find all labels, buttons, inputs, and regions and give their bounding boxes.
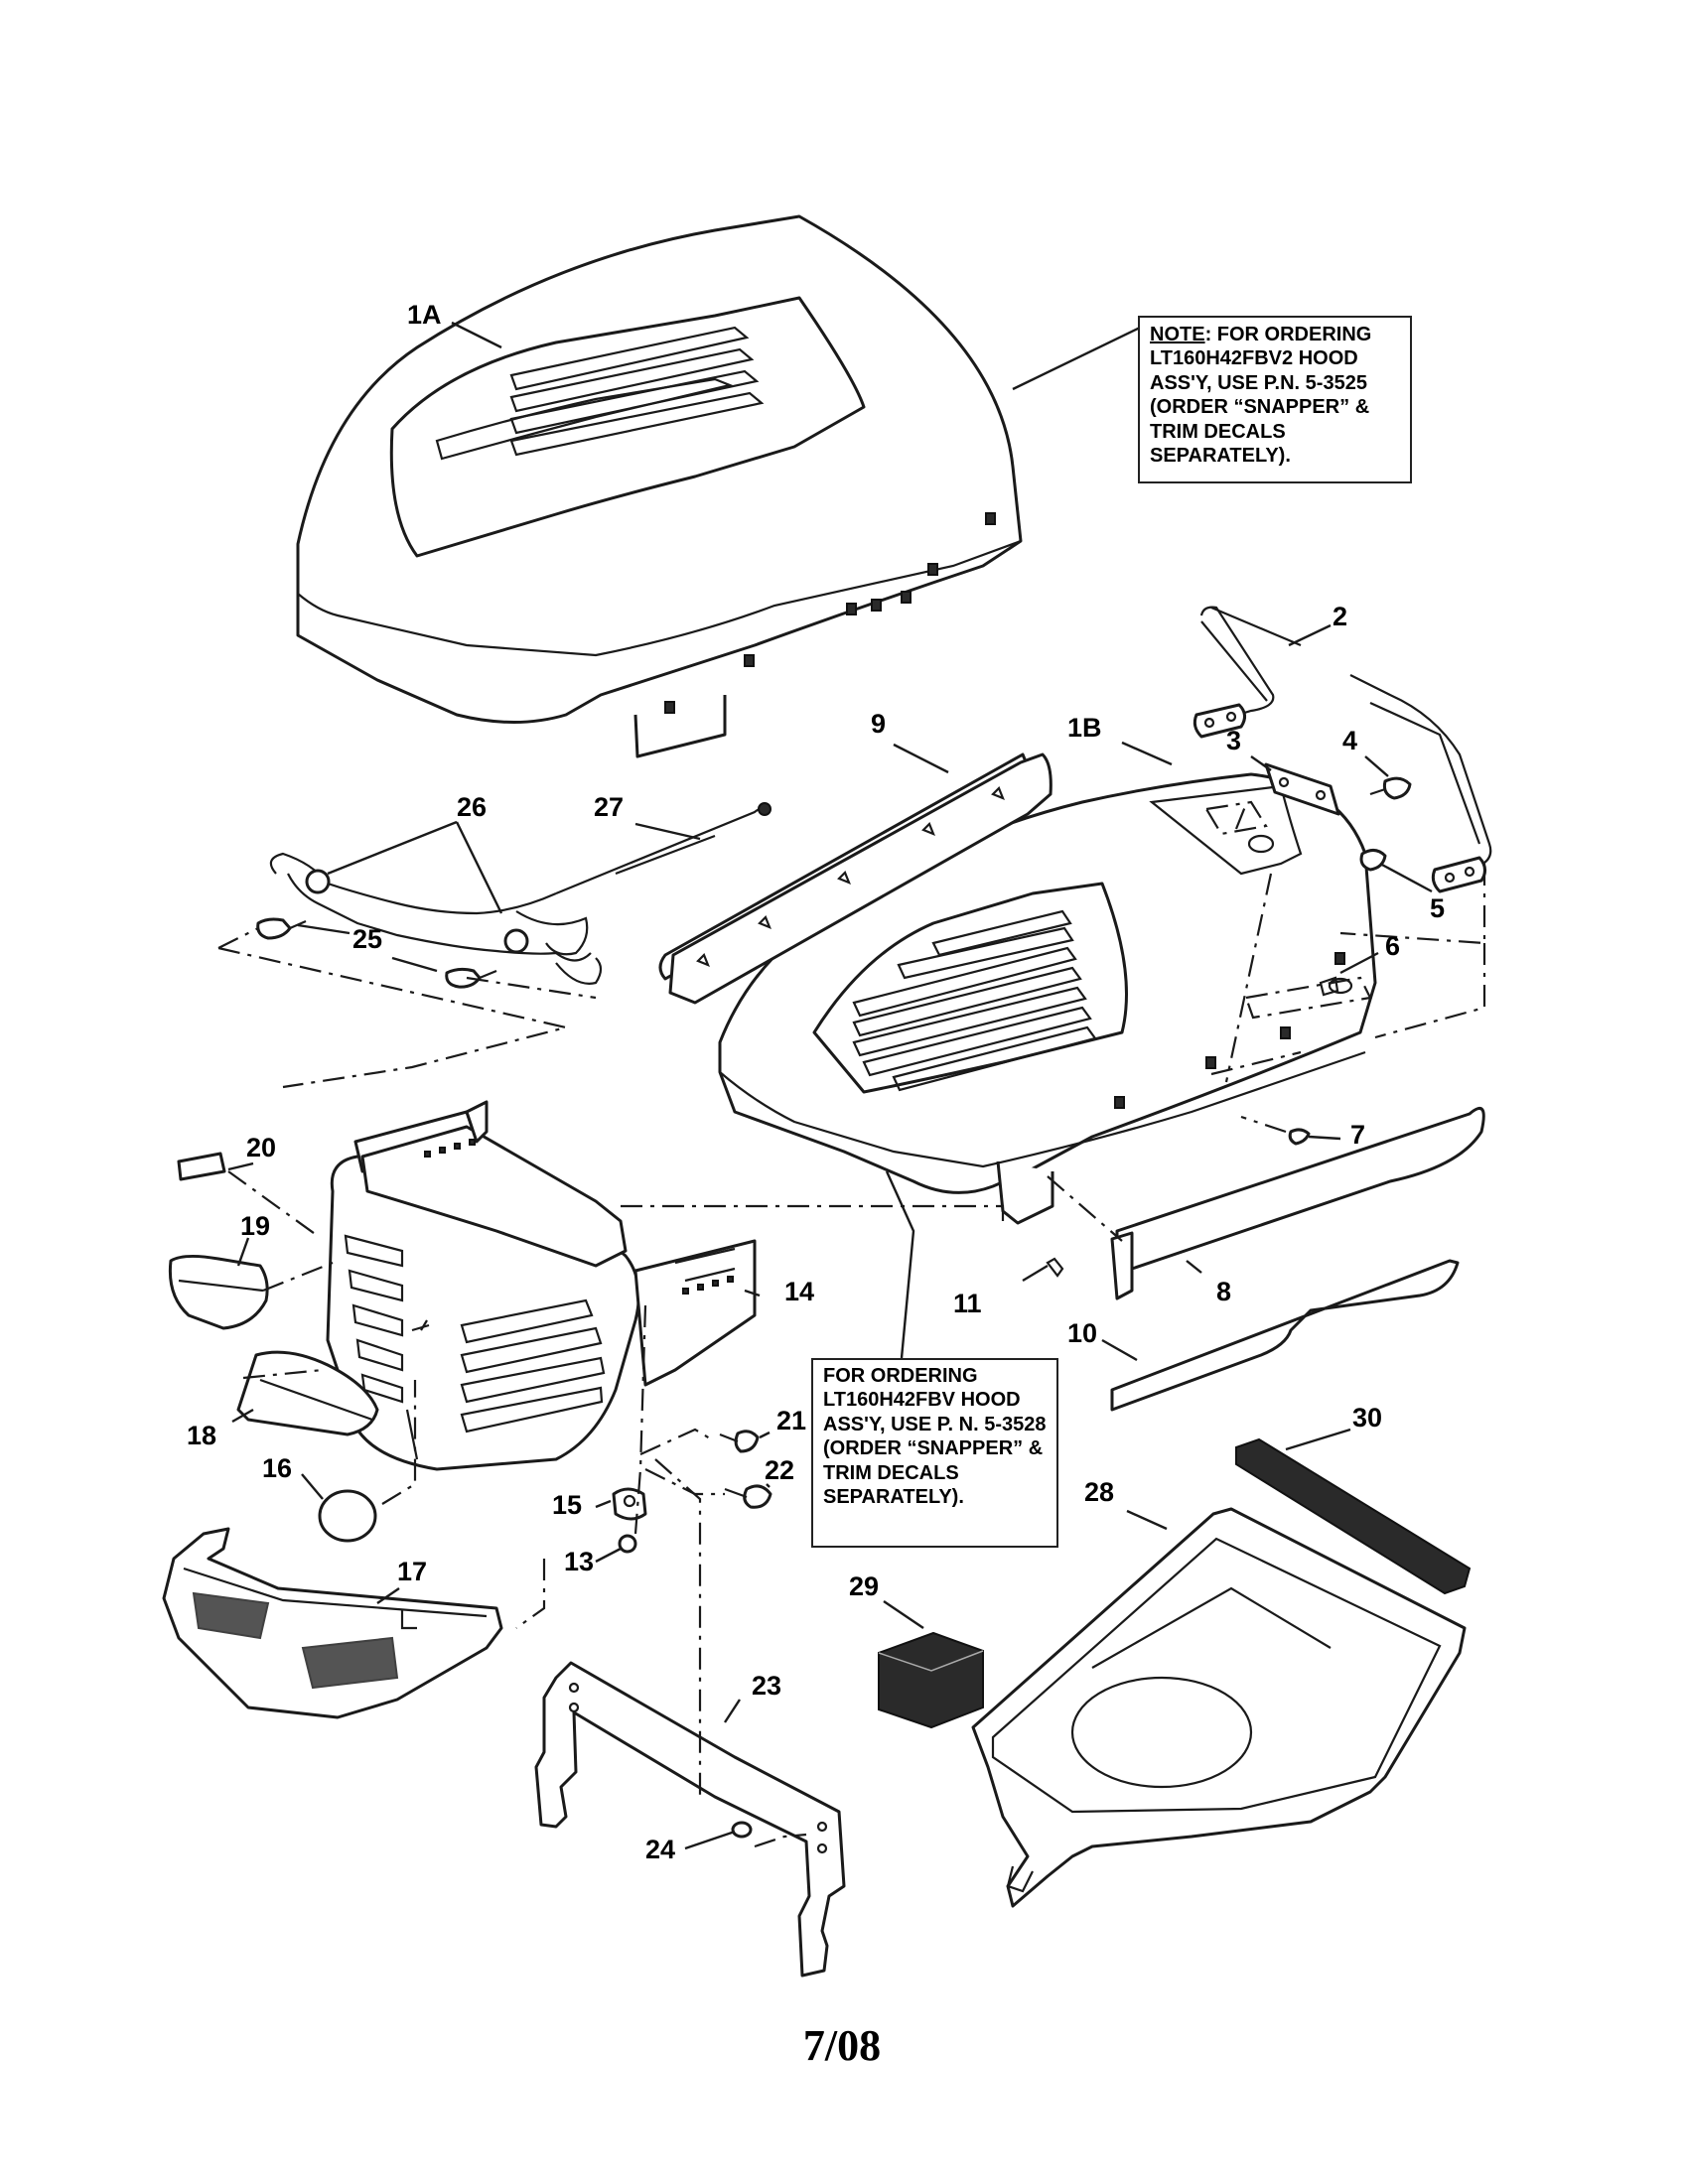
callout-28: 28 (1084, 1477, 1114, 1507)
insert-6 (1319, 976, 1339, 997)
callout-13: 13 (564, 1547, 594, 1576)
tray-28 (971, 1507, 1467, 1908)
callout-6: 6 (1385, 931, 1400, 961)
callout-16: 16 (262, 1453, 292, 1483)
foam-block-29 (878, 1631, 984, 1729)
callout-8: 8 (1216, 1277, 1231, 1306)
callout-9: 9 (871, 709, 886, 739)
screw-13 (618, 1534, 637, 1554)
callout-11: 11 (953, 1289, 982, 1318)
pin-7 (1288, 1128, 1311, 1146)
callout-labels: 1A 1B 2 3 4 5 6 7 8 9 10 11 13 14 15 16 … (187, 300, 1445, 1864)
callout-1b: 1B (1067, 713, 1102, 743)
bulb-25-b (445, 967, 497, 989)
callout-27: 27 (594, 792, 624, 822)
callout-18: 18 (187, 1421, 216, 1450)
callout-22: 22 (765, 1455, 794, 1485)
nut-5 (1359, 849, 1387, 872)
note-text-middle: FOR ORDERING LT160H42FBV HOOD ASS'Y, USE… (823, 1365, 1047, 1508)
callout-5: 5 (1430, 893, 1445, 923)
callout-19: 19 (240, 1211, 270, 1241)
callout-15: 15 (552, 1490, 582, 1520)
page-footer-date: 7/08 (802, 2021, 882, 2070)
bulb-25-a (256, 917, 307, 940)
callout-30: 30 (1352, 1403, 1382, 1433)
callout-26: 26 (457, 792, 487, 822)
callout-17: 17 (397, 1557, 427, 1586)
callout-10: 10 (1067, 1318, 1097, 1348)
callout-14: 14 (784, 1277, 814, 1306)
hood-rod-2 (1193, 606, 1492, 893)
callout-21: 21 (776, 1406, 806, 1435)
foam-strip-30 (1235, 1437, 1472, 1595)
lens-18 (236, 1350, 379, 1436)
hood-1b (718, 772, 1377, 1225)
grille-assembly (326, 1100, 757, 1471)
lens-20 (177, 1152, 226, 1181)
callout-25: 25 (352, 924, 382, 954)
screw-22 (724, 1484, 772, 1509)
bolt-4 (1369, 776, 1412, 800)
knob-15 (612, 1487, 647, 1521)
bracket-23 (534, 1661, 846, 1978)
round-lens-16 (318, 1489, 377, 1543)
note-box-hood-1b: FOR ORDERING LT160H42FBV HOOD ASS'Y, USE… (811, 1358, 1058, 1548)
lens-19 (168, 1254, 269, 1330)
bumper-17 (162, 1527, 503, 1719)
callout-7: 7 (1350, 1120, 1365, 1150)
side-trim-10 (1110, 1259, 1460, 1412)
note-box-hood-1a: NOTE: FOR ORDERING LT160H42FBV2 HOOD ASS… (1138, 316, 1412, 483)
latch-plate-3 (1264, 762, 1340, 816)
note-text-top: : FOR ORDERING LT160H42FBV2 HOOD ASS'Y, … (1150, 324, 1372, 467)
wire-harness-27 (269, 802, 772, 985)
note-label: NOTE (1150, 324, 1205, 345)
hood-1a (296, 214, 1023, 758)
callout-3: 3 (1226, 726, 1241, 755)
screw-21 (719, 1430, 760, 1453)
leader-lines (227, 321, 1433, 1850)
clip-11 (1046, 1257, 1064, 1278)
callout-23: 23 (752, 1671, 781, 1701)
callout-24: 24 (645, 1835, 675, 1864)
callout-1a: 1A (407, 300, 442, 330)
callout-29: 29 (849, 1571, 879, 1601)
callout-2: 2 (1333, 602, 1347, 631)
trim-strip-9 (658, 752, 1052, 1005)
callout-4: 4 (1342, 726, 1357, 755)
callout-20: 20 (246, 1133, 276, 1162)
side-trim-8 (1110, 1107, 1485, 1300)
assembly-lines (227, 803, 1486, 1848)
washer-24 (731, 1821, 753, 1839)
